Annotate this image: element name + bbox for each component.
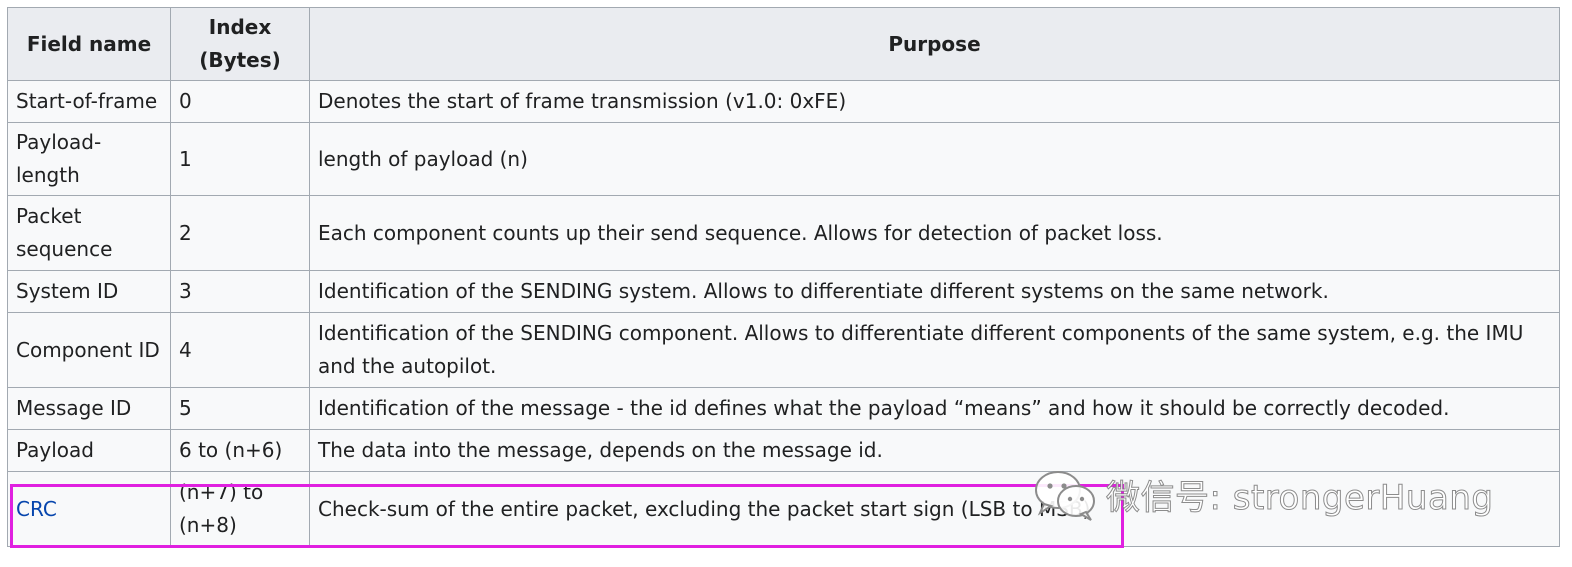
mavlink-frame-table-container: Field name Index (Bytes) Purpose Start-o… — [7, 7, 1560, 547]
cell-purpose: The data into the message, depends on th… — [309, 429, 1560, 472]
header-field-name: Field name — [7, 7, 171, 81]
cell-index: 6 to (n+6) — [170, 429, 310, 472]
cell-field: Start-of-frame — [7, 80, 171, 123]
cell-purpose: Check-sum of the entire packet, excludin… — [309, 471, 1560, 547]
cell-field: Packet sequence — [7, 195, 171, 271]
cell-purpose: Denotes the start of frame transmission … — [309, 80, 1560, 123]
cell-index: (n+7) to (n+8) — [170, 471, 310, 547]
cell-purpose: Identification of the SENDING system. Al… — [309, 270, 1560, 313]
table-row: Payload-length 1 length of payload (n) — [7, 122, 1560, 196]
cell-purpose: Each component counts up their send sequ… — [309, 195, 1560, 271]
cell-index: 0 — [170, 80, 310, 123]
header-purpose: Purpose — [309, 7, 1560, 81]
table-row: Payload 6 to (n+6) The data into the mes… — [7, 429, 1560, 472]
header-index-line1: Index — [208, 15, 272, 39]
cell-purpose: Identification of the SENDING component.… — [309, 312, 1560, 388]
table-row: Component ID 4 Identification of the SEN… — [7, 312, 1560, 388]
cell-field: CRC — [7, 471, 171, 547]
mavlink-frame-table: Field name Index (Bytes) Purpose Start-o… — [7, 7, 1560, 547]
table-row: Message ID 5 Identification of the messa… — [7, 387, 1560, 430]
cell-field: Payload — [7, 429, 171, 472]
cell-field: System ID — [7, 270, 171, 313]
cell-index: 3 — [170, 270, 310, 313]
cell-field: Component ID — [7, 312, 171, 388]
table-row: Packet sequence 2 Each component counts … — [7, 195, 1560, 271]
cell-index: 4 — [170, 312, 310, 388]
cell-index: 2 — [170, 195, 310, 271]
cell-purpose: Identification of the message - the id d… — [309, 387, 1560, 430]
table-row: CRC (n+7) to (n+8) Check-sum of the enti… — [7, 471, 1560, 547]
cell-field: Payload-length — [7, 122, 171, 196]
crc-link[interactable]: CRC — [16, 496, 57, 521]
header-index: Index (Bytes) — [170, 7, 310, 81]
cell-field: Message ID — [7, 387, 171, 430]
table-row: Start-of-frame 0 Denotes the start of fr… — [7, 80, 1560, 123]
cell-purpose: length of payload (n) — [309, 122, 1560, 196]
table-row: System ID 3 Identification of the SENDIN… — [7, 270, 1560, 313]
cell-index: 1 — [170, 122, 310, 196]
header-index-line2: (Bytes) — [199, 48, 281, 72]
cell-index: 5 — [170, 387, 310, 430]
table-header-row: Field name Index (Bytes) Purpose — [7, 7, 1560, 81]
